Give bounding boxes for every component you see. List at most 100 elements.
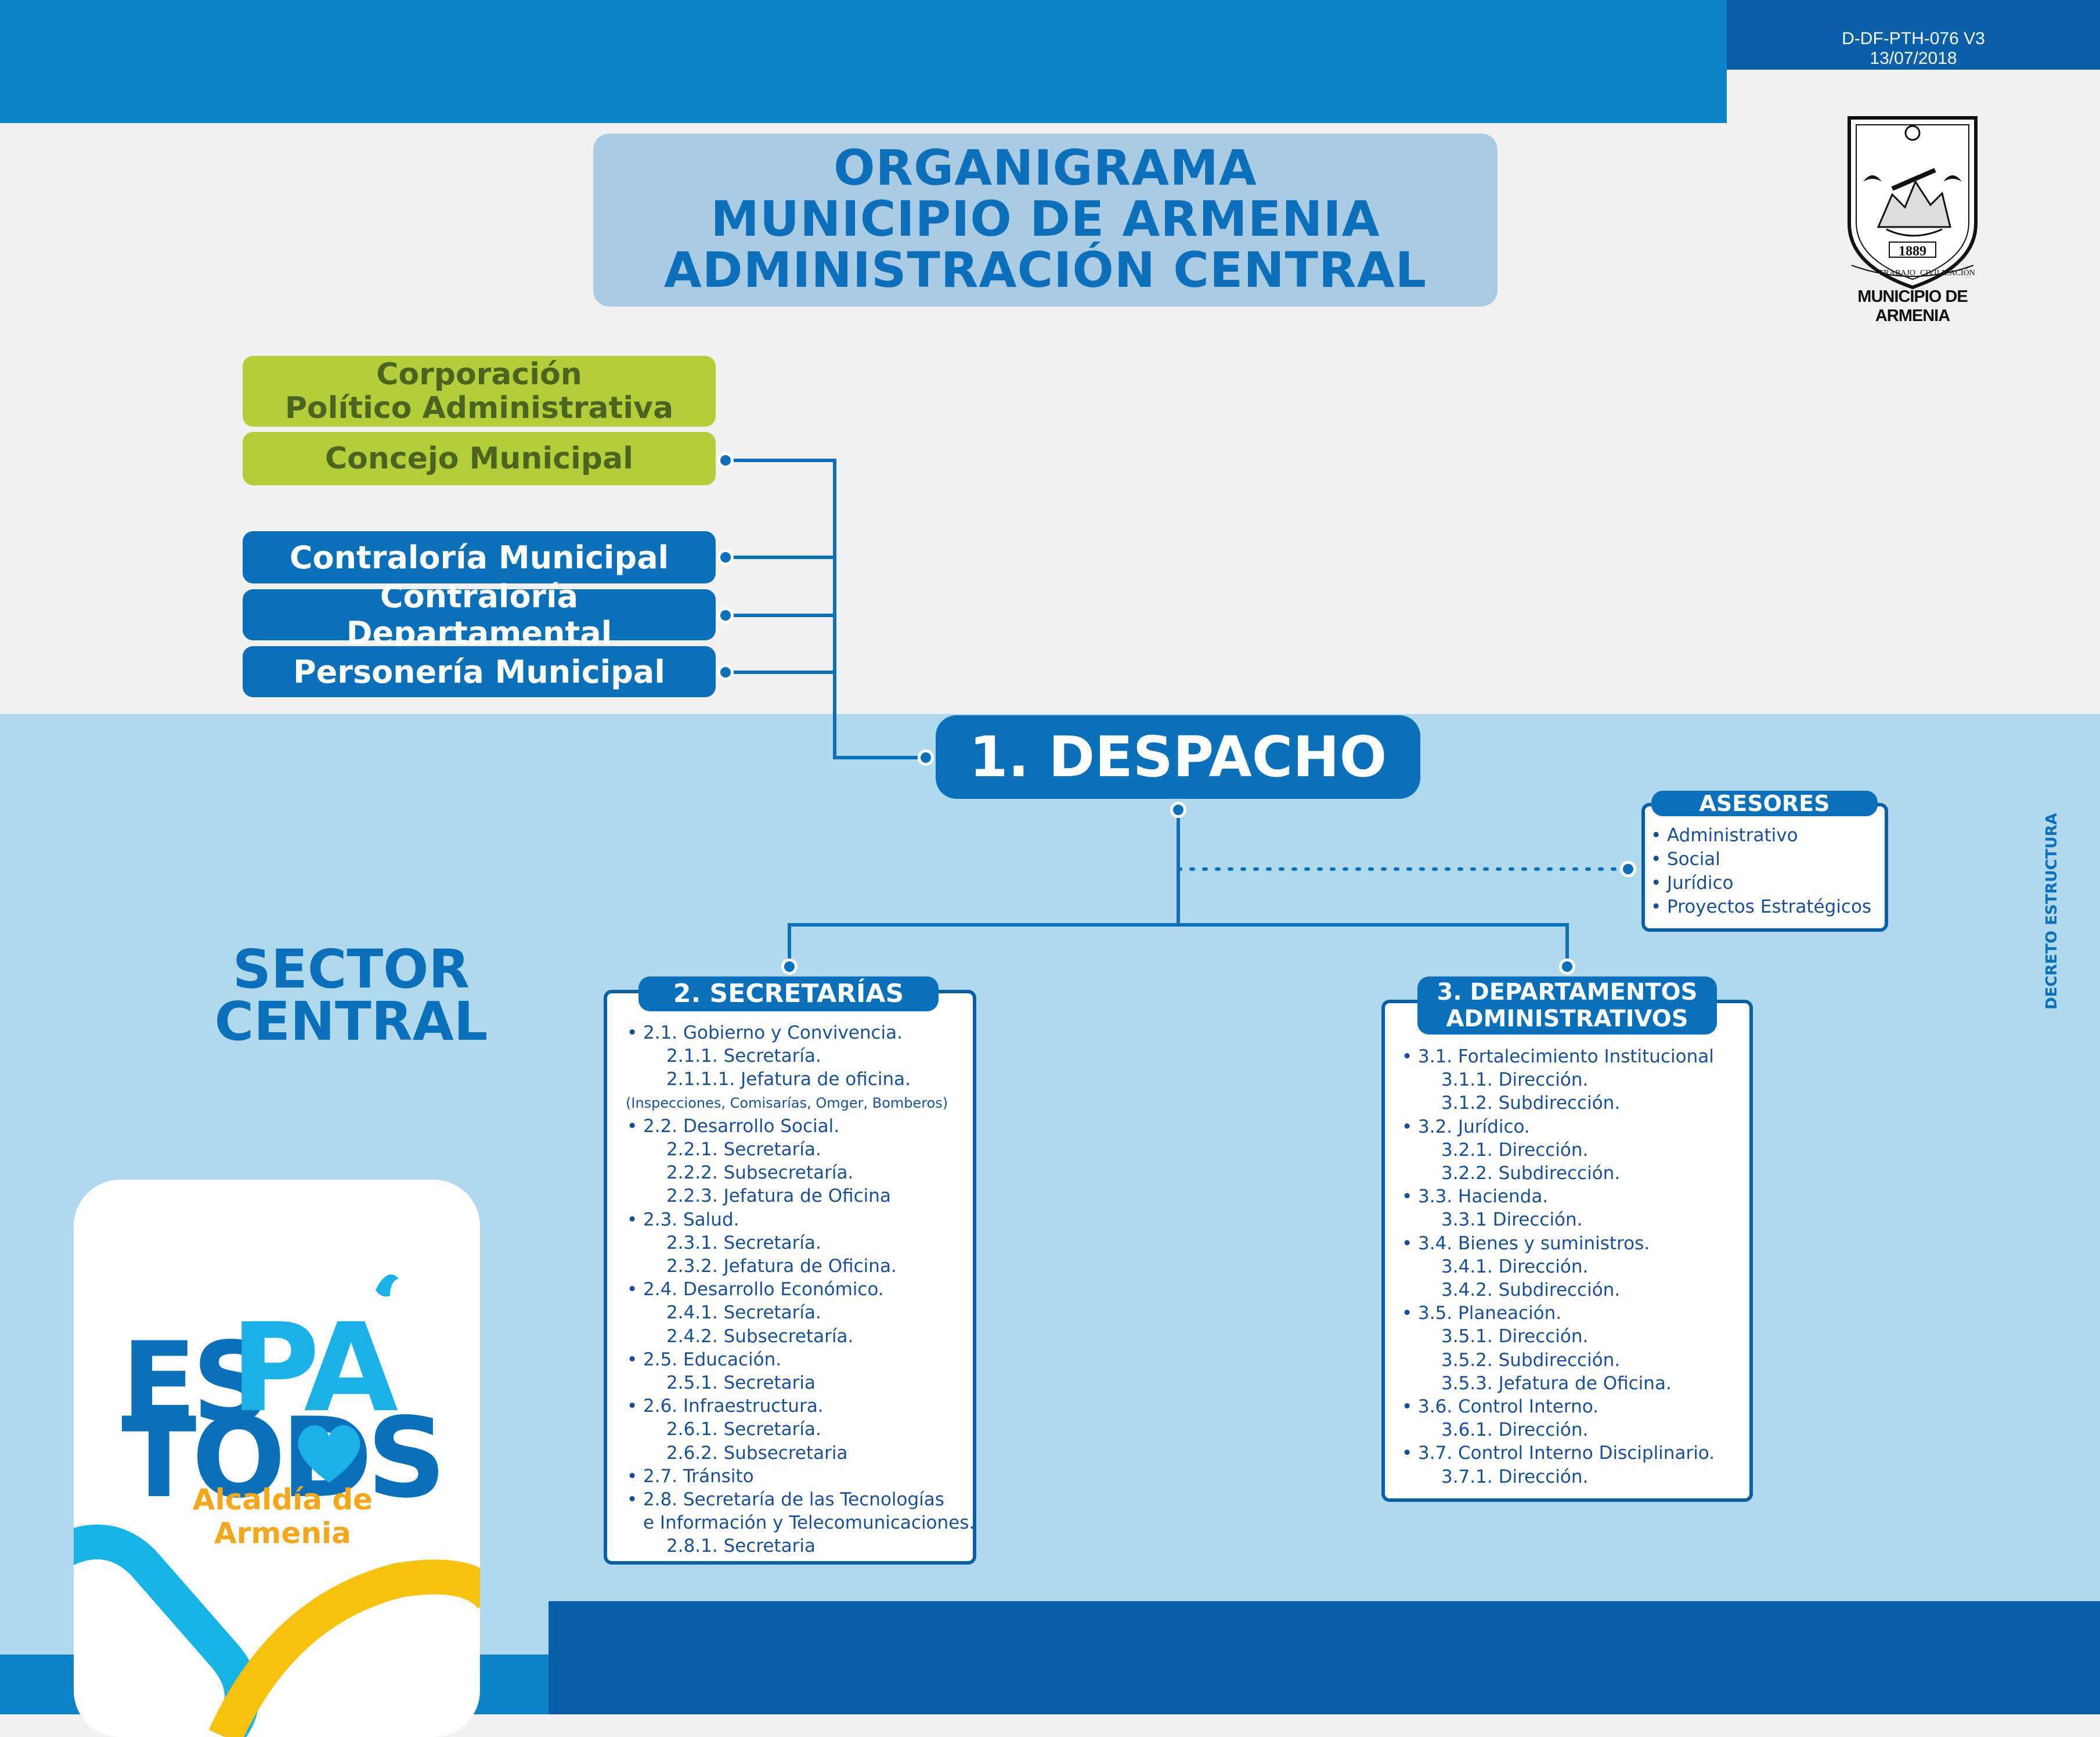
logo-s: S — [367, 1394, 446, 1522]
list-item: 3.1. Fortalecimiento Institucional — [1418, 1045, 1715, 1068]
list-item: 2.2. Desarrollo Social. — [643, 1115, 975, 1138]
list-item: 2.2.1. Secretaría. — [666, 1139, 821, 1161]
title-line-3: ADMINISTRACIÓN CENTRAL — [663, 242, 1427, 298]
list-item: 2.6.1. Secretaría. — [666, 1419, 821, 1440]
coat-motto-right: CIVILIZACIÓN — [1920, 269, 1975, 278]
list-item: 2.8. Secretaría de las Tecnologías — [643, 1488, 975, 1511]
list-item: 3.1.1. Dirección. — [1441, 1069, 1589, 1091]
contraloria-municipal-box: Contraloría Municipal — [243, 531, 716, 583]
list-item: 2.4.2. Subsecretaría. — [666, 1325, 854, 1347]
coat-of-arms: 1889 TRABAJO CIVILIZACIÓN MUNICIPIO DE A… — [1828, 113, 1997, 325]
connector-dot — [717, 607, 734, 624]
list-item: 3.3. Hacienda. — [1418, 1185, 1715, 1208]
list-item: 2.3.1. Secretaría. — [666, 1232, 821, 1253]
concejo-box: Concejo Municipal — [243, 432, 716, 485]
list-item: 2.5.1. Secretaria — [666, 1372, 816, 1394]
list-item: 2.7. Tránsito — [643, 1465, 975, 1488]
page-title: ORGANIGRAMA MUNICIPIO DE ARMENIA ADMINIS… — [593, 142, 1498, 295]
secretarias-panel: 2.1. Gobierno y Convivencia.2.1.1. Secre… — [604, 990, 976, 1565]
list-item: 2.5. Educación. — [643, 1348, 975, 1371]
asesores-panel: AdministrativoSocialJurídicoProyectos Es… — [1641, 803, 1888, 932]
list-item: 2.2.3. Jefatura de Oficina — [666, 1185, 891, 1207]
logo-subtitle: Alcaldía de Armenia — [192, 1483, 373, 1550]
list-item: 2.4. Desarrollo Económico. — [643, 1278, 975, 1301]
sector-line-1: SECTOR — [232, 938, 470, 1000]
contraloria-departamental-box: Contraloría Departamental — [243, 578, 716, 651]
logo-swoosh-icon — [74, 1274, 480, 1737]
asesores-list: AdministrativoSocialJurídicoProyectos Es… — [1667, 824, 1871, 919]
list-item: 3.2.1. Dirección. — [1441, 1139, 1589, 1161]
title-line-1: ORGANIGRAMA — [833, 139, 1257, 196]
list-item: 2.3. Salud. — [643, 1208, 975, 1231]
connector-dot — [717, 452, 734, 469]
list-item: 2.6. Infraestructura. — [643, 1394, 975, 1418]
list-item: 3.5.3. Jefatura de Oficina. — [1441, 1372, 1672, 1394]
list-item: 2.4.1. Secretaría. — [666, 1302, 821, 1324]
list-item: e Información y Telecomunicaciones. — [643, 1512, 975, 1534]
despacho-box: 1. DESPACHO — [936, 715, 1420, 799]
document-code-box: D-DF-PTH-076 V3 13/07/2018 — [1727, 0, 2100, 70]
secretarias-list: 2.1. Gobierno y Convivencia.2.1.1. Secre… — [626, 1021, 975, 1558]
title-box — [593, 134, 1498, 307]
list-item: 3.5.1. Dirección. — [1441, 1326, 1589, 1347]
list-item: 3.4.1. Dirección. — [1441, 1256, 1589, 1277]
departamentos-panel: 3.1. Fortalecimiento Institucional3.1.1.… — [1381, 1000, 1753, 1502]
departamentos-list: 3.1. Fortalecimiento Institucional3.1.1.… — [1418, 1045, 1715, 1489]
coat-motto-left: TRABAJO — [1878, 269, 1915, 278]
document-date: 13/07/2018 — [1870, 49, 1957, 68]
connector-dot — [717, 549, 734, 565]
list-item: 3.5. Planeación. — [1418, 1302, 1715, 1325]
logo-pa: PA — [230, 1297, 398, 1439]
connector-dot — [717, 664, 734, 680]
departamentos-title-line-1: 3. DEPARTAMENTOS — [1437, 979, 1698, 1006]
sector-line-2: CENTRAL — [214, 990, 488, 1053]
connector-dot — [918, 749, 934, 766]
asesores-title: ASESORES — [1651, 791, 1878, 816]
list-item: 3.2. Jurídico. — [1418, 1115, 1715, 1138]
logo-heart-icon — [298, 1425, 360, 1483]
bottom-band — [549, 1601, 2100, 1714]
list-item: (Inspecciones, Comisarías, Omger, Bomber… — [626, 1094, 948, 1111]
list-item: 3.2.2. Subdirección. — [1441, 1163, 1621, 1184]
asesor-item: Administrativo — [1667, 824, 1871, 848]
list-item: 2.1.1. Secretaría. — [666, 1046, 821, 1067]
list-item: 2.8.1. Secretaria — [666, 1536, 816, 1557]
coat-year: 1889 — [1899, 244, 1926, 259]
coat-name: MUNICIPIO DE ARMENIA — [1857, 287, 1968, 325]
personeria-box: Personería Municipal — [243, 646, 716, 697]
list-item: 2.3.2. Jefatura de Oficina. — [666, 1256, 897, 1277]
list-item: 2.2.2. Subsecretaría. — [666, 1162, 854, 1184]
list-item: 3.6.1. Dirección. — [1441, 1419, 1589, 1441]
sector-central-label: SECTOR CENTRAL — [206, 943, 496, 1048]
departamentos-title: 3. DEPARTAMENTOS ADMINISTRATIVOS — [1417, 976, 1717, 1035]
document-code: D-DF-PTH-076 V3 — [1842, 29, 1985, 48]
asesor-item: Jurídico — [1667, 871, 1871, 895]
decreto-estructura-label: DECRETO ESTRUCTURA — [2043, 813, 2061, 1010]
list-item: 3.4. Bienes y suministros. — [1418, 1232, 1715, 1255]
logo-es: ES — [121, 1318, 272, 1447]
top-band — [0, 0, 1727, 123]
connector-dot — [1620, 861, 1636, 877]
list-item: 3.7.1. Dirección. — [1441, 1466, 1589, 1487]
espa-todos-logo-card: ES PA TOD S Alcaldía de Armenia — [74, 1180, 480, 1737]
secretarias-title: 2. SECRETARÍAS — [638, 976, 939, 1011]
list-item: 3.4.2. Subdirección. — [1441, 1280, 1621, 1301]
list-item: 2.6.2. Subsecretaria — [666, 1442, 848, 1464]
list-item: 3.6. Control Interno. — [1418, 1395, 1715, 1418]
corporacion-box: Corporación Político Administrativa — [243, 356, 716, 427]
list-item: 3.1.2. Subdirección. — [1441, 1093, 1621, 1114]
connector-dot — [781, 958, 798, 975]
connector-dot — [1559, 958, 1575, 975]
coat-of-arms-icon — [1848, 116, 1978, 290]
list-item: 2.1.1.1. Jefatura de oficina. — [666, 1069, 911, 1090]
title-line-2: MUNICIPIO DE ARMENIA — [710, 190, 1380, 247]
list-item: 2.1. Gobierno y Convivencia. — [643, 1021, 975, 1044]
list-item: 3.3.1 Dirección. — [1441, 1209, 1583, 1231]
asesor-item: Proyectos Estratégicos — [1667, 895, 1871, 919]
list-item: 3.5.2. Subdirección. — [1441, 1349, 1621, 1371]
departamentos-title-line-2: ADMINISTRATIVOS — [1446, 1006, 1688, 1032]
list-item: 3.7. Control Interno Disciplinario. — [1418, 1442, 1715, 1465]
connector-dot — [1170, 802, 1186, 818]
asesor-item: Social — [1667, 848, 1871, 871]
